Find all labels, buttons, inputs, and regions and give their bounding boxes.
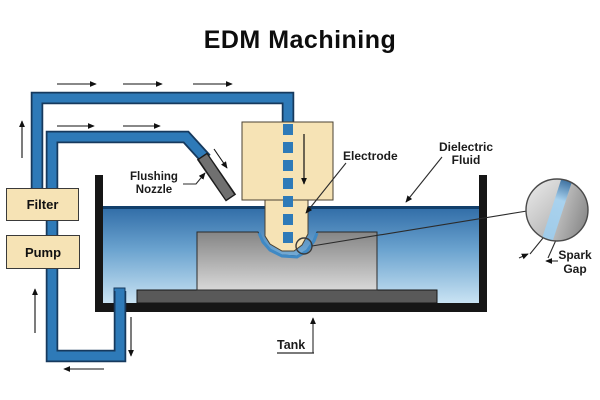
flow-arrows <box>19 81 233 372</box>
pump-box: Pump <box>6 235 80 269</box>
filter-label: Filter <box>26 197 59 212</box>
filter-box: Filter <box>6 188 79 221</box>
pipe-circuit <box>30 91 295 363</box>
dielectric-fluid-label: Dielectric Fluid <box>438 140 494 167</box>
leader-lines <box>183 156 558 354</box>
tank-walls <box>95 175 487 312</box>
electrode-label: Electrode <box>343 149 398 163</box>
tank-label: Tank <box>277 338 306 352</box>
spark-gap-label: Spark Gap <box>558 248 592 276</box>
base-plate <box>136 289 438 304</box>
page-title: EDM Machining <box>203 26 397 54</box>
flushing-nozzle <box>196 152 237 202</box>
flushing-nozzle-label: Flushing Nozzle <box>130 171 178 196</box>
spark-gap-detail-circle <box>525 178 589 242</box>
pump-label: Pump <box>24 244 62 260</box>
electrode <box>264 199 309 252</box>
spark-gap-fluid-line <box>257 232 319 259</box>
